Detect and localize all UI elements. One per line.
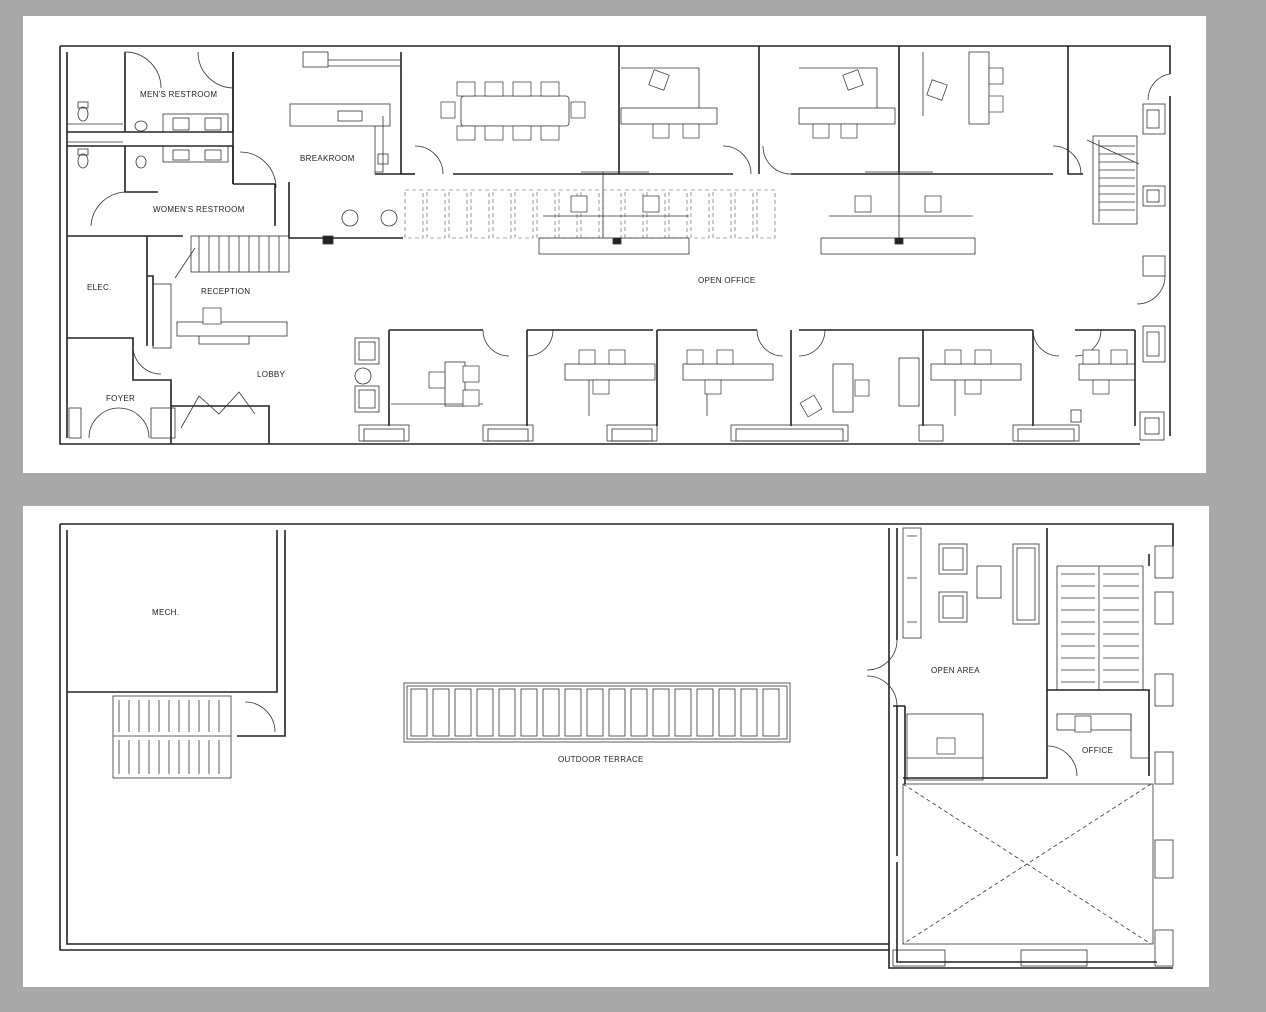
south-office-doors	[482, 329, 1102, 357]
breakroom-walls	[232, 52, 403, 239]
reception-chair	[202, 307, 222, 325]
south-office-desks	[391, 357, 1136, 423]
window-bays-south	[358, 411, 1165, 442]
exterior-wall	[59, 45, 1171, 445]
upper-floor-plan: MECH. OUTDOOR TERRACE O	[59, 523, 1174, 969]
conference-chairs	[440, 81, 586, 141]
upper-floor-plan-sheet: MECH. OUTDOOR TERRACE O	[23, 506, 1209, 987]
mens-restroom-label: MEN'S RESTROOM	[140, 90, 217, 99]
reception-desk	[152, 283, 288, 349]
east-block-inner-wall	[896, 528, 1157, 963]
office-chair	[1074, 715, 1092, 733]
breakroom-label: BREAKROOM	[300, 154, 355, 163]
east-block-wall	[888, 528, 1173, 969]
womens-restroom-label: WOMEN'S RESTROOM	[153, 205, 245, 214]
office-furniture	[1046, 713, 1149, 777]
lobby-features	[68, 337, 380, 439]
open-area-walls	[893, 528, 1048, 784]
east-stair-upper	[1056, 565, 1144, 691]
benches-dashed	[404, 189, 776, 239]
window-bays-east-upper	[892, 545, 1174, 967]
west-stair-upper	[112, 695, 276, 779]
outdoor-terrace-label: OUTDOOR TERRACE	[558, 755, 644, 764]
conference-table	[460, 95, 570, 127]
restroom-doors	[90, 51, 277, 227]
south-offices-walls	[388, 329, 1136, 426]
restroom-fixtures	[67, 101, 229, 169]
north-wall	[60, 523, 1174, 546]
foyer-label: FOYER	[106, 394, 135, 403]
workstation-chairs-1	[570, 195, 660, 213]
east-doors	[1136, 73, 1171, 305]
workstation-island-1	[538, 171, 690, 255]
lobby-walls	[132, 372, 270, 444]
inner-west-south-wall	[66, 530, 889, 945]
east-stair	[1086, 135, 1140, 225]
south-office-chairs	[428, 349, 1128, 418]
reception-walls	[67, 236, 154, 372]
main-floor-plan-sheet: MEN'S RESTROOM WOMEN'S RESTROOM BREAKROO…	[23, 16, 1206, 473]
elec-label: ELEC.	[87, 283, 112, 292]
west-south-wall	[59, 524, 889, 951]
open-area-chair	[936, 737, 956, 755]
terrace-planters	[403, 682, 791, 743]
workstation-island-2	[820, 171, 976, 255]
open-area-label: OPEN AREA	[931, 666, 980, 675]
mech-room-walls	[67, 530, 286, 737]
north-office-doors	[414, 145, 1082, 175]
office-chairs-north	[648, 67, 1004, 139]
main-floor-plan: MEN'S RESTROOM WOMEN'S RESTROOM BREAKROO…	[59, 45, 1171, 445]
breakroom-counter	[289, 51, 401, 245]
office-desks-north	[620, 51, 990, 125]
window-bays-east	[1142, 103, 1166, 363]
open-area-furniture	[902, 527, 1040, 639]
mech-label: MECH.	[152, 608, 179, 617]
lobby-label: LOBBY	[257, 370, 286, 379]
west-stair	[174, 235, 290, 279]
open-area-doors	[866, 639, 984, 781]
reception-label: RECEPTION	[201, 287, 250, 296]
open-to-below	[902, 783, 1154, 945]
workstation-chairs-2	[854, 195, 942, 213]
office-label: OFFICE	[1082, 746, 1113, 755]
east-stair-walls	[1047, 554, 1150, 776]
north-offices-walls	[401, 46, 1083, 175]
open-office-label: OPEN OFFICE	[698, 276, 756, 285]
